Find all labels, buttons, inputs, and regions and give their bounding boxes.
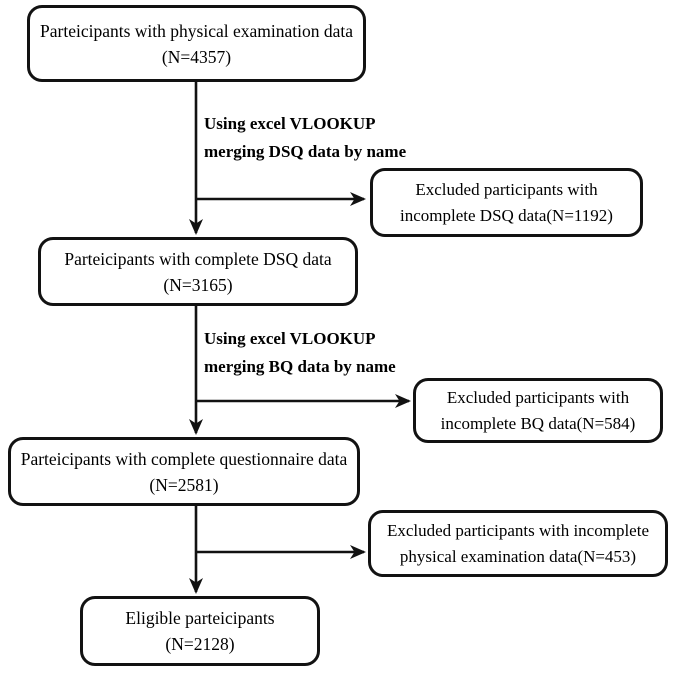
box-excluded-incomplete-physical: Excluded participants with incomplete ph… [368, 510, 668, 577]
box-count: (N=2581) [149, 474, 219, 495]
box-participants-physical-exam: Parteicipants with physical examination … [27, 5, 366, 82]
label-vlookup-dsq-merge: Using excel VLOOKUP merging DSQ data by … [204, 110, 406, 166]
box-count: incomplete BQ data(N=584) [440, 413, 636, 433]
label-line: Using excel VLOOKUP [204, 114, 376, 133]
box-text: Parteicipants with complete DSQ data [64, 248, 332, 269]
box-count: incomplete DSQ data(N=1192) [400, 205, 613, 225]
box-text: Excluded participants with [446, 387, 630, 407]
box-text: Parteicipants with complete questionnair… [20, 448, 348, 469]
box-text: Excluded participants with incomplete [386, 520, 649, 540]
box-text: Parteicipants with physical examination … [40, 20, 353, 41]
box-excluded-incomplete-dsq: Excluded participants with incomplete DS… [370, 168, 643, 237]
box-text: Excluded participants with [415, 179, 598, 199]
box-count: (N=4357) [161, 46, 232, 67]
box-eligible-participants: Eligible parteicipants (N=2128) [80, 596, 320, 666]
box-count: physical examination data(N=453) [399, 546, 637, 566]
label-line: Using excel VLOOKUP [204, 329, 376, 348]
label-vlookup-bq-merge: Using excel VLOOKUP merging BQ data by n… [204, 325, 396, 381]
box-participants-complete-questionnaire: Parteicipants with complete questionnair… [8, 437, 360, 506]
box-participants-complete-dsq: Parteicipants with complete DSQ data (N=… [38, 237, 358, 306]
label-line: merging BQ data by name [204, 357, 396, 376]
box-excluded-incomplete-bq: Excluded participants with incomplete BQ… [413, 378, 663, 443]
box-count: (N=2128) [165, 634, 235, 654]
box-count: (N=3165) [163, 274, 233, 295]
label-line: merging DSQ data by name [204, 142, 407, 161]
box-text: Eligible parteicipants [125, 608, 275, 628]
